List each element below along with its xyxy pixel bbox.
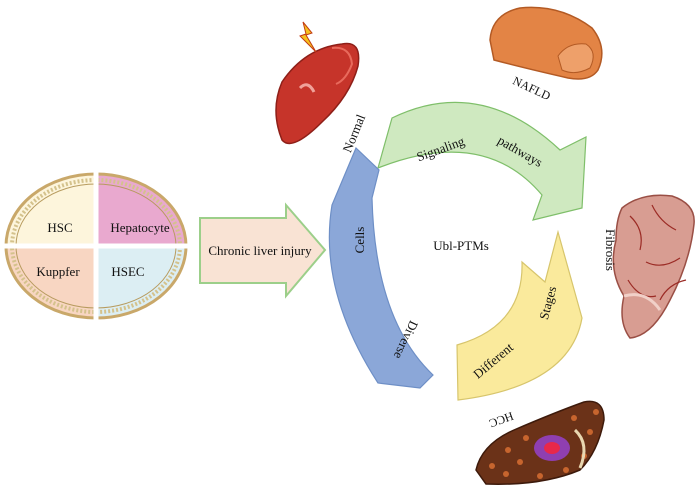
kuppfer-label: Kuppfer — [36, 264, 80, 279]
normal-label: Normal — [339, 112, 368, 155]
lightning-icon — [299, 21, 317, 53]
arrow-label: Chronic liver injury — [208, 243, 312, 258]
normal-liver-gloss — [298, 83, 316, 93]
kuppfer-quadrant — [6, 246, 96, 318]
fibrosis-label: Fibrosis — [603, 229, 618, 271]
nafld-label: NAFLD — [511, 74, 553, 104]
normal-liver: Normal — [275, 21, 368, 155]
fibrosis-highlight — [623, 293, 662, 311]
hepatocyte-label: Hepatocyte — [110, 220, 169, 235]
hcc-highlight — [573, 428, 586, 469]
hcc-label: HCC — [487, 409, 515, 431]
center-label: Ubl-PTMs — [433, 238, 489, 253]
nafld-liver-lobe — [557, 43, 594, 74]
segment-signaling-pathways — [377, 101, 587, 221]
nafld-liver: NAFLD — [489, 6, 603, 104]
hcc-liver: HCC — [475, 400, 605, 485]
hsc-label: HSC — [47, 220, 72, 235]
fibrosis-liver: Fibrosis — [603, 194, 695, 339]
cell-types-oval: HSC Hepatocyte Kuppfer HSEC — [4, 172, 188, 320]
fibrosis-veins — [627, 204, 687, 301]
cells-label: Cells — [352, 227, 367, 254]
chronic-injury-arrow: Chronic liver injury — [199, 202, 327, 299]
hsec-label: HSEC — [111, 264, 144, 279]
arrow-shape — [199, 202, 327, 299]
normal-liver-shape — [275, 42, 360, 145]
hcc-tumor-core — [544, 442, 560, 454]
hcc-nodules — [489, 409, 599, 479]
normal-liver-highlight — [331, 46, 354, 85]
segment-different-stages — [456, 229, 583, 401]
cycle: Signaling pathways Cells Diverse Differe… — [328, 101, 587, 401]
fibrosis-liver-shape — [612, 194, 695, 339]
segment-diverse-cells — [328, 146, 434, 389]
hsec-quadrant — [96, 246, 186, 318]
